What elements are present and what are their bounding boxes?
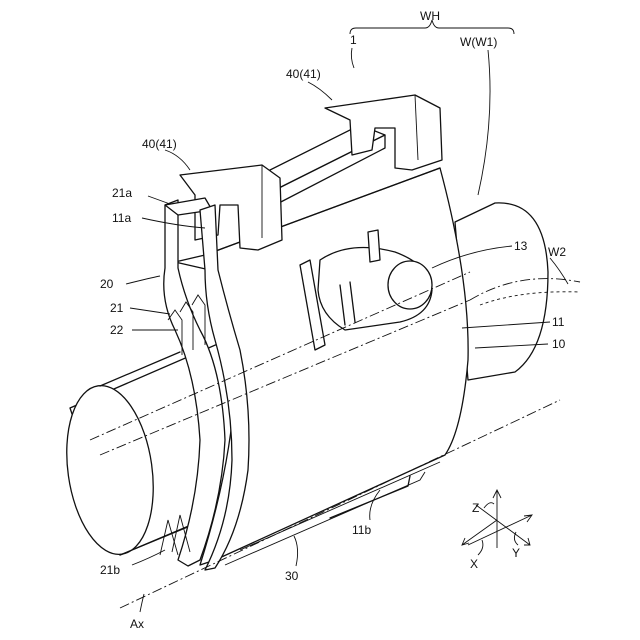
- label-10: 10: [552, 337, 566, 351]
- leader-20: [126, 276, 160, 284]
- axis-x-down: [462, 520, 497, 545]
- label-wh: WH: [420, 9, 440, 23]
- leader-y: [514, 532, 518, 545]
- label-11b: 11b: [352, 523, 371, 537]
- leader-w1: [478, 50, 490, 195]
- wire-far-end: [455, 203, 548, 380]
- leader-21b: [132, 550, 165, 565]
- label-21a: 21a: [112, 186, 132, 200]
- leader-21a: [148, 196, 170, 204]
- label-20: 20: [100, 277, 114, 291]
- label-21: 21: [110, 301, 124, 315]
- leader-x: [478, 540, 483, 555]
- axis-triad: Z X Y: [462, 490, 532, 571]
- axis-x-label: X: [470, 557, 478, 571]
- leader-z: [484, 503, 494, 508]
- label-11: 11: [552, 315, 565, 329]
- leader-w2: [550, 258, 568, 284]
- label-30: 30: [285, 569, 299, 583]
- axis-z-label: Z: [472, 501, 479, 515]
- label-11a: 11a: [112, 211, 131, 225]
- label-1: 1: [350, 33, 357, 47]
- leader-21: [130, 308, 170, 314]
- label-ax: Ax: [130, 617, 144, 631]
- label-w-w1: W(W1): [460, 35, 497, 49]
- label-w2: W2: [548, 245, 566, 259]
- axis-y-arrow: [468, 515, 532, 545]
- leader-ax: [140, 594, 144, 612]
- axis-x-arrow: [476, 505, 530, 545]
- leader-30: [294, 536, 298, 566]
- label-13: 13: [514, 239, 528, 253]
- latch-knob: [388, 261, 432, 309]
- axis-y-label: Y: [512, 546, 520, 560]
- latch-pin: [368, 230, 380, 262]
- leader-40-left: [165, 150, 190, 170]
- leader-1: [351, 48, 354, 68]
- label-22: 22: [110, 323, 124, 337]
- leader-11b: [370, 490, 380, 520]
- label-21b: 21b: [100, 563, 120, 577]
- leader-40-top: [308, 82, 332, 100]
- label-40-top: 40(41): [286, 67, 321, 81]
- label-40-left: 40(41): [142, 137, 177, 151]
